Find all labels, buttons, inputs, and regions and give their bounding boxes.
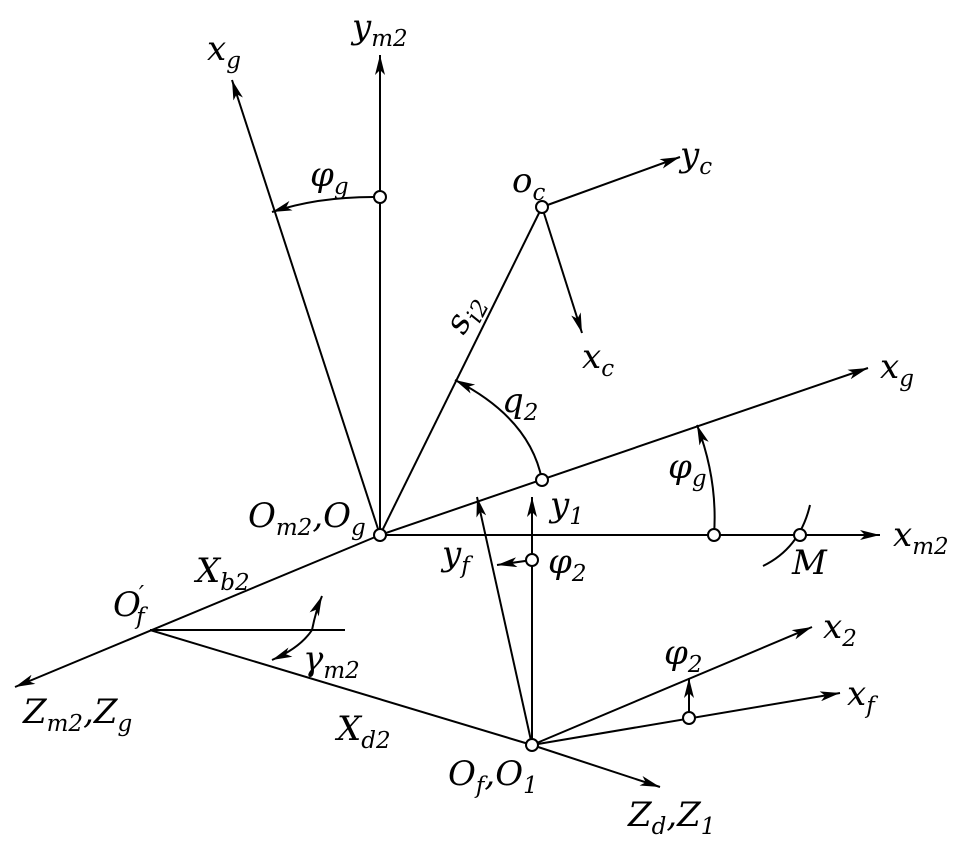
- label-y-m2: ym2: [350, 7, 408, 52]
- origin-of-o1-point: [525, 738, 539, 752]
- z-d-z-1-axis: [531, 744, 661, 788]
- label-o-f-o-1: Of,O1: [448, 754, 538, 799]
- origin-om2-og-point: [373, 528, 387, 542]
- label-m-point: M: [791, 543, 828, 583]
- label-o-m2-o-g: Om2,Og: [248, 496, 366, 541]
- label-phi-2-lower: φ2: [664, 633, 702, 678]
- label-o-c: oc: [512, 161, 545, 206]
- label-x-d2: Xd2: [334, 709, 391, 754]
- phi-g-upper-arc: [271, 195, 381, 213]
- q-2-point: [535, 473, 549, 487]
- label-phi-g-upper: φg: [310, 155, 349, 200]
- m-point-marker: [793, 528, 807, 542]
- label-x-g-upper: xg: [207, 29, 241, 74]
- label-x-b2: Xb2: [193, 551, 250, 596]
- label-y-1: y1: [548, 485, 584, 530]
- label-x-f: xf: [847, 674, 878, 719]
- m-point-arc: [762, 504, 811, 567]
- x-c-axis: [541, 206, 583, 334]
- label-x-2: x2: [823, 607, 857, 652]
- label-x-m2: xm2: [893, 515, 949, 560]
- label-x-g-right: xg: [880, 347, 914, 392]
- label-z-m2-z-g: Zm2,Zg: [22, 692, 132, 737]
- x-g-upper-axis: [231, 79, 381, 536]
- label-gamma-m2: γm2: [303, 639, 360, 684]
- label-x-c: xc: [582, 337, 614, 382]
- phi-g-right-point: [707, 528, 721, 542]
- s-i2-line: [379, 206, 543, 536]
- phi-g-upper-point: [373, 190, 387, 204]
- phi-2-center-point: [525, 553, 539, 567]
- phi-g-right-arc: [696, 424, 716, 536]
- oc-point: [535, 200, 549, 214]
- gamma-m2-arc: [271, 629, 313, 661]
- label-y-c: yc: [678, 135, 712, 180]
- angle-arcs-group: [271, 195, 811, 718]
- label-s-i2: si2: [437, 287, 495, 343]
- gamma-m2-arc-outer: [309, 595, 323, 631]
- z-m2-z-g-axis: [14, 534, 381, 688]
- label-o-f-prime: O′f: [113, 582, 148, 630]
- y-f-axis: [476, 496, 533, 746]
- axes-group: [14, 55, 880, 788]
- x-g-right-axis: [379, 367, 869, 536]
- y-c-axis: [541, 156, 681, 208]
- labels-group: xg ym2 φg oc yc xc si2 q2 xg φg Om2,Og y…: [22, 7, 949, 840]
- label-phi-2-center: φ2: [548, 542, 586, 587]
- label-z-d-z-1: Zd,Z1: [627, 795, 715, 840]
- points-group: [373, 190, 807, 752]
- label-y-f: yf: [440, 534, 473, 579]
- x-2-axis: [531, 626, 813, 746]
- phi-2-lower-point: [682, 711, 696, 725]
- x-d2-line: [149, 629, 533, 746]
- q-2-arc: [454, 379, 543, 481]
- label-phi-g-right: φg: [668, 447, 707, 492]
- label-q-2: q2: [502, 381, 538, 426]
